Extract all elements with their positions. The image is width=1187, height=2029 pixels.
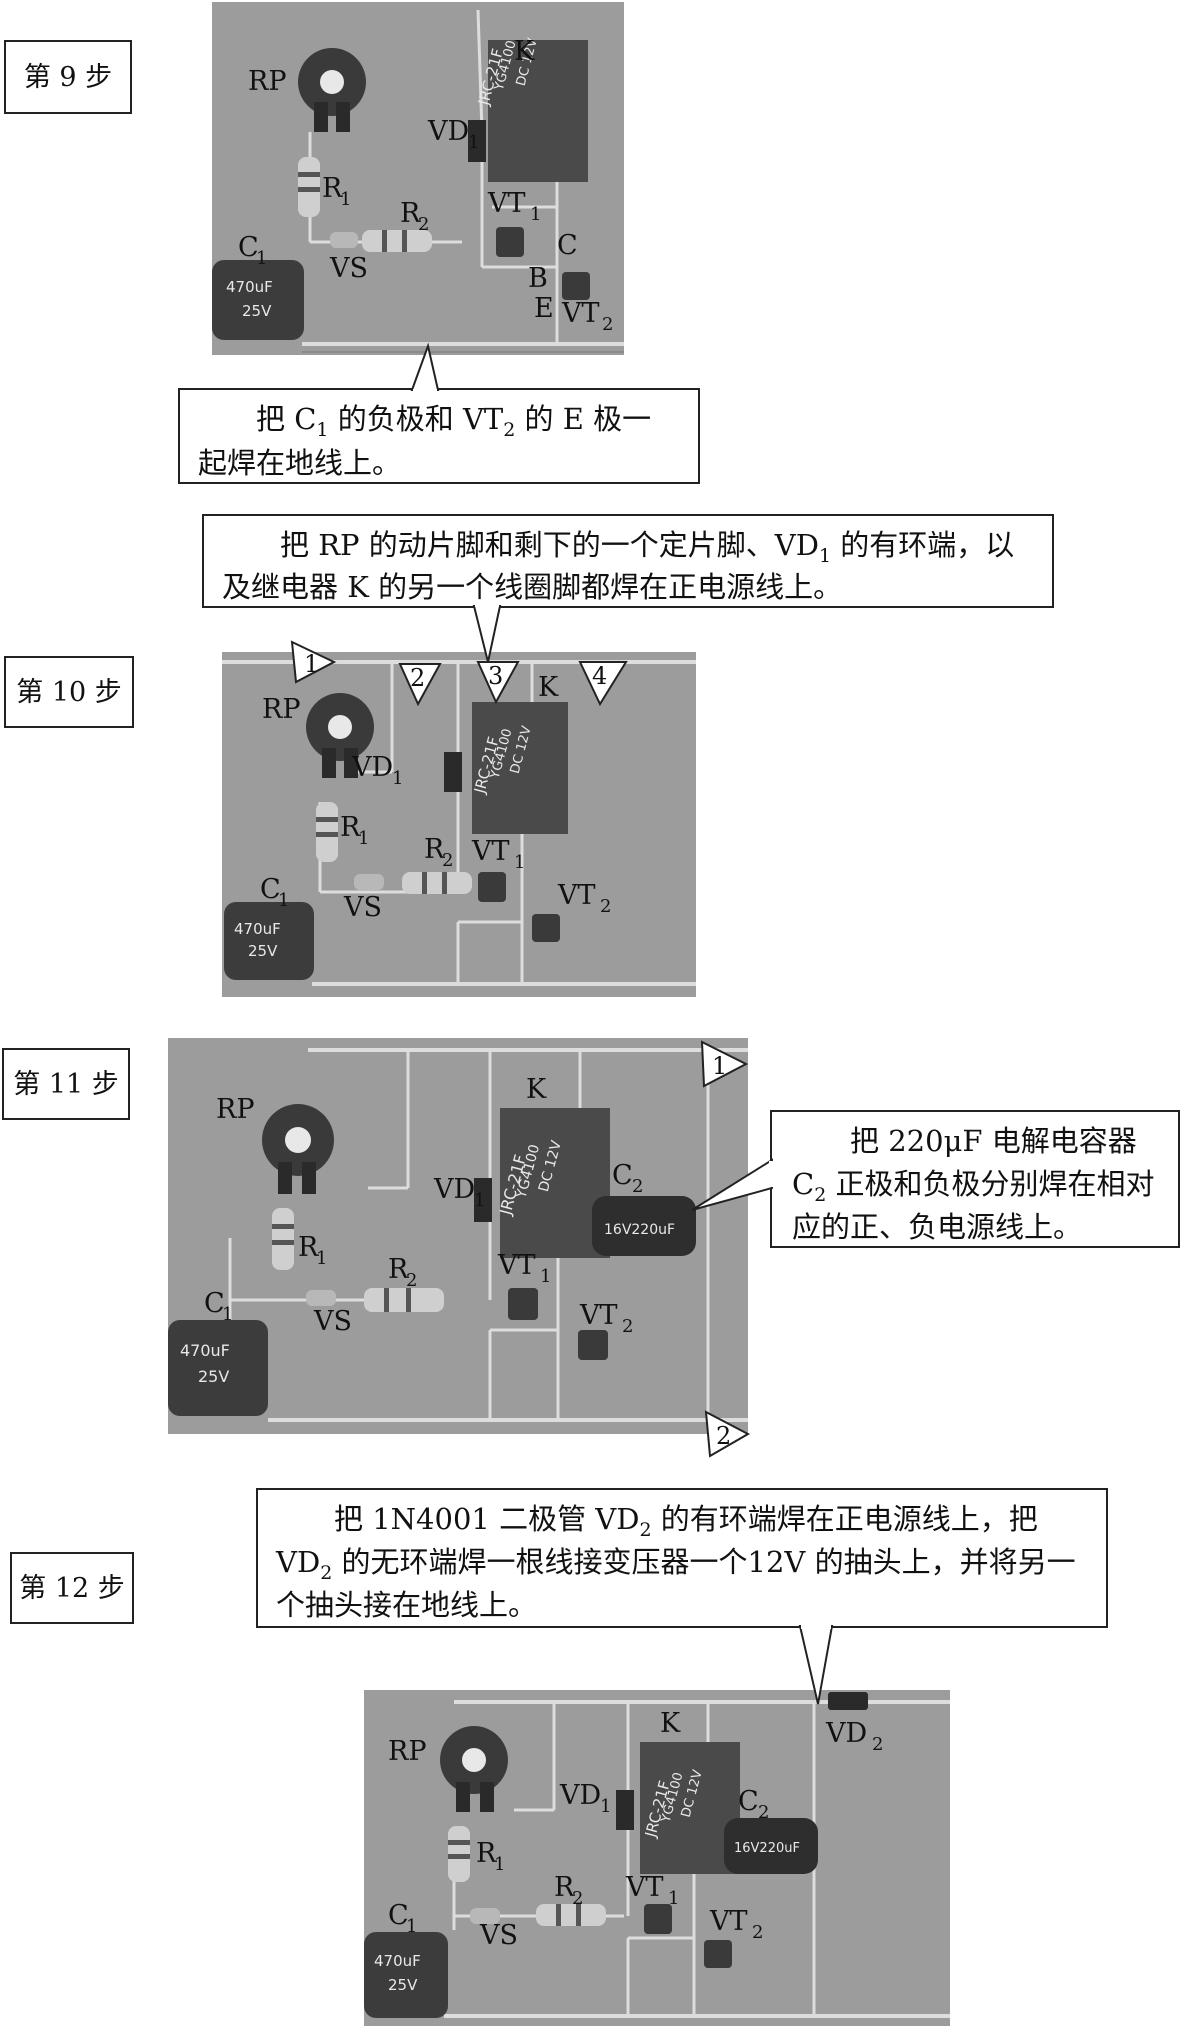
svg-text:1: 1 [358, 828, 369, 849]
callout-step-12: 把 1N4001 二极管 VD2 的有环端焊在正电源线上，把 VD2 的无环端焊… [256, 1488, 1108, 1628]
svg-text:RP: RP [388, 1736, 427, 1767]
svg-text:R: R [554, 1872, 575, 1903]
svg-text:VD: VD [825, 1718, 867, 1749]
svg-text:2: 2 [600, 896, 611, 917]
svg-text:VD: VD [351, 752, 393, 783]
photo-svg: 470uF 25V JRC-21F YG4100 DC 12V RP K VD … [212, 2, 624, 355]
svg-text:2: 2 [406, 1270, 417, 1291]
svg-text:1: 1 [530, 204, 541, 225]
svg-text:2: 2 [752, 1922, 763, 1943]
svg-text:470uF: 470uF [180, 1341, 230, 1360]
svg-text:R: R [340, 812, 361, 843]
label-pin-b: B [528, 263, 548, 294]
photo-svg: 470uF 25V JRC-21F YG4100 DC 12V 16V220uF… [168, 1038, 748, 1434]
svg-text:1: 1 [468, 132, 479, 153]
svg-text:C: C [738, 1786, 759, 1817]
svg-text:470uF: 470uF [234, 920, 281, 938]
label-k: K [514, 36, 535, 67]
step-title: 第 11 步 [13, 1068, 119, 1100]
step-11-label: 第 11 步 [2, 1048, 130, 1120]
svg-text:K: K [526, 1074, 547, 1105]
svg-text:K: K [538, 672, 559, 703]
svg-text:K: K [660, 1708, 681, 1739]
svg-text:2: 2 [622, 1316, 633, 1337]
svg-text:2: 2 [632, 1176, 643, 1197]
svg-text:VT: VT [709, 1906, 748, 1937]
svg-text:VT: VT [561, 298, 600, 329]
c1-chip-text: 470uF [226, 278, 273, 296]
svg-text:1: 1 [278, 890, 289, 911]
label-vs: VS [329, 253, 368, 284]
step-12-label: 第 12 步 [10, 1552, 134, 1624]
svg-text:RP: RP [262, 694, 301, 725]
svg-text:R: R [476, 1838, 497, 1869]
svg-text:2: 2 [442, 850, 453, 871]
svg-text:2: 2 [758, 1802, 769, 1823]
svg-text:1: 1 [600, 1796, 611, 1817]
svg-text:1: 1 [474, 1190, 485, 1211]
svg-text:25V: 25V [198, 1367, 229, 1386]
callout-step-10: 把 RP 的动片脚和剩下的一个定片脚、VD1 的有环端，以及继电器 K 的另一个… [202, 514, 1054, 608]
svg-text:VS: VS [479, 1920, 518, 1951]
svg-text:2: 2 [602, 314, 613, 335]
svg-text:1: 1 [340, 189, 351, 210]
svg-text:25V: 25V [248, 942, 278, 960]
svg-text:R: R [424, 834, 445, 865]
callout-step-9: 把 C1 的负极和 VT2 的 E 极一起焊在地线上。 [178, 388, 700, 484]
svg-text:2: 2 [572, 1888, 583, 1909]
circuit-photo-step-12: 470uF 25V JRC-21F YG4100 DC 12V 16V220uF… [364, 1690, 950, 2026]
circuit-photo-step-10: 470uF 25V JRC-21F YG4100 DC 12V RP K VD … [222, 652, 696, 997]
circuit-photo-step-9: 470uF 25V JRC-21F YG4100 DC 12V RP K VD … [212, 2, 624, 355]
svg-text:1: 1 [494, 1854, 505, 1875]
label-c: C [238, 232, 259, 263]
label-pin-c: C [557, 230, 578, 261]
svg-text:VD: VD [559, 1780, 601, 1811]
svg-text:VT: VT [625, 1872, 664, 1903]
svg-text:C: C [388, 1900, 409, 1931]
svg-text:VT: VT [579, 1300, 618, 1331]
svg-text:VT: VT [497, 1250, 536, 1281]
photo-svg: 470uF 25V JRC-21F YG4100 DC 12V 16V220uF… [364, 1690, 950, 2026]
svg-text:470uF: 470uF [374, 1952, 421, 1970]
svg-text:R: R [388, 1254, 409, 1285]
svg-text:1: 1 [406, 1916, 417, 1937]
step-title: 第 9 步 [23, 61, 113, 93]
svg-text:25V: 25V [388, 1976, 418, 1994]
svg-text:2: 2 [418, 214, 429, 235]
svg-text:25V: 25V [242, 302, 272, 320]
svg-text:RP: RP [216, 1094, 255, 1125]
step-title: 第 12 步 [19, 1572, 125, 1604]
svg-text:16V220uF: 16V220uF [734, 1841, 800, 1856]
svg-text:VT: VT [471, 836, 510, 867]
label-rp: RP [248, 66, 287, 97]
svg-text:C: C [260, 874, 281, 905]
svg-text:1: 1 [316, 1248, 327, 1269]
svg-text:1: 1 [540, 1266, 551, 1287]
label-r: R [322, 173, 343, 204]
label-vt: VT [487, 188, 526, 219]
svg-text:1: 1 [222, 1304, 233, 1325]
photo-svg: 470uF 25V JRC-21F YG4100 DC 12V RP K VD … [222, 652, 696, 997]
svg-text:1: 1 [392, 768, 403, 789]
svg-text:C: C [612, 1160, 633, 1191]
svg-text:VT: VT [557, 880, 596, 911]
step-9-label: 第 9 步 [4, 40, 132, 114]
svg-text:R: R [298, 1232, 319, 1263]
svg-text:VS: VS [343, 892, 382, 923]
svg-text:R: R [400, 198, 421, 229]
svg-text:1: 1 [668, 1888, 679, 1909]
step-title: 第 10 步 [16, 676, 122, 708]
svg-text:VD: VD [433, 1174, 475, 1205]
callout-step-11: 把 220μF 电解电容器 C2 正极和负极分别焊在相对应的正、负电源线上。 [770, 1110, 1180, 1248]
step-10-label: 第 10 步 [4, 656, 134, 728]
svg-text:1: 1 [514, 852, 525, 873]
svg-text:16V220uF: 16V220uF [604, 1222, 675, 1238]
label-pin-e: E [534, 293, 554, 324]
svg-text:2: 2 [872, 1734, 883, 1755]
svg-text:1: 1 [256, 248, 267, 269]
svg-text:VS: VS [313, 1306, 352, 1337]
circuit-photo-step-11: 470uF 25V JRC-21F YG4100 DC 12V 16V220uF… [168, 1038, 748, 1434]
label-vd: VD [427, 116, 469, 147]
svg-text:C: C [204, 1288, 225, 1319]
